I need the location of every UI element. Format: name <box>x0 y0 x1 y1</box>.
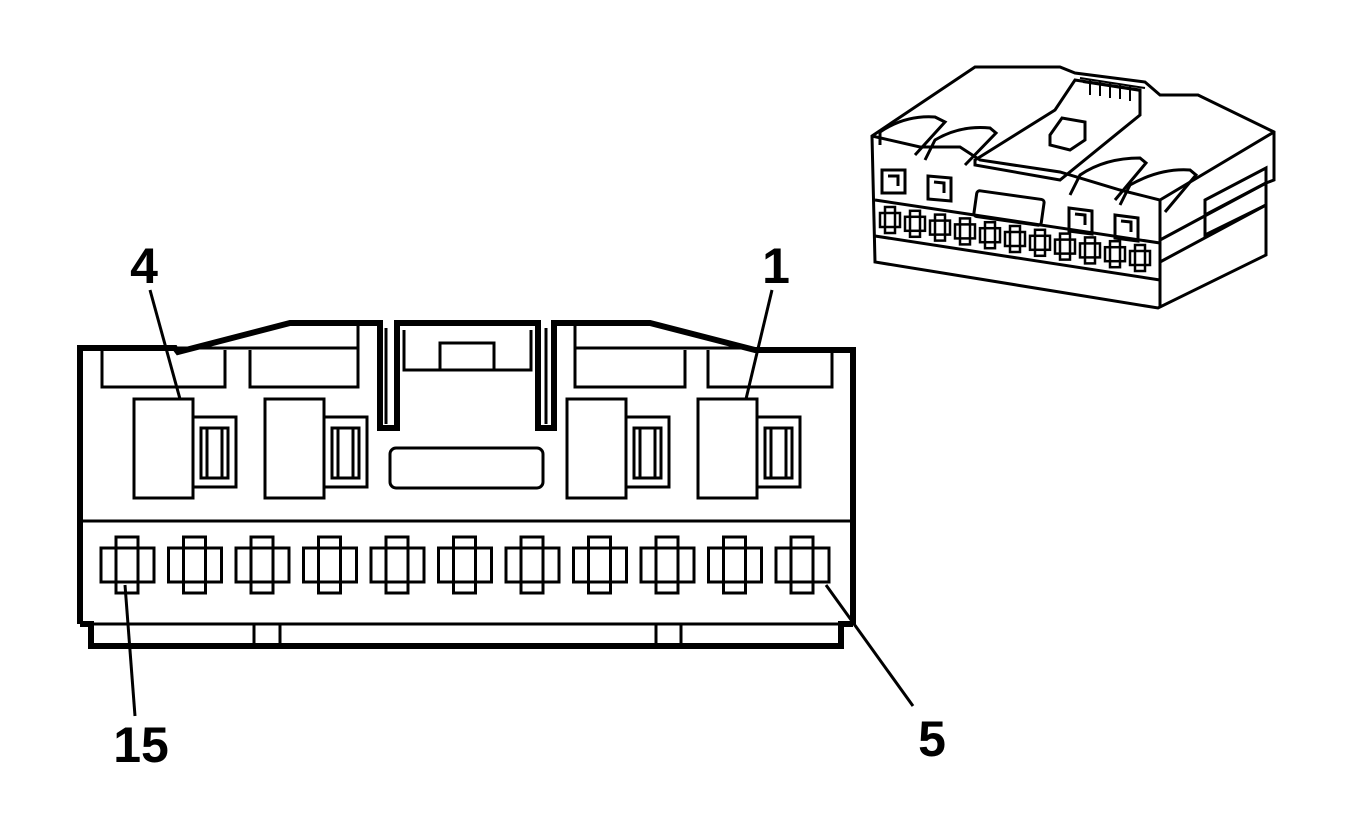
pin-label-15: 15 <box>113 717 169 773</box>
iso-arch-left-1 <box>878 115 948 157</box>
upper-terminal-row <box>132 397 802 500</box>
iso-lower-terminal <box>1128 243 1152 273</box>
pin-label-1: 1 <box>762 238 790 294</box>
iso-latch-ribs <box>1079 77 1146 101</box>
iso-lower-terminals <box>878 205 1152 273</box>
lower-terminal-11 <box>369 535 426 595</box>
iso-front-top-edge <box>871 134 1162 308</box>
center-slot <box>388 446 545 490</box>
iso-arch-right-2 <box>1118 168 1199 213</box>
iso-lower-terminal <box>1028 228 1052 258</box>
pin-label-4: 4 <box>130 238 158 294</box>
top-ledge-right <box>573 326 834 389</box>
iso-lower-terminal <box>1053 232 1077 261</box>
iso-arch-right-1 <box>1068 156 1149 201</box>
upper-terminal-2 <box>565 397 671 500</box>
iso-lower-terminal <box>928 213 952 242</box>
face-outer-body <box>77 320 856 624</box>
leader-line-15 <box>123 584 137 717</box>
iso-lower-terminal <box>1003 224 1027 254</box>
iso-lower-terminal <box>978 220 1002 250</box>
pin-label-5: 5 <box>918 711 946 767</box>
latch-window <box>438 341 496 372</box>
latch-inner-frame <box>402 330 533 372</box>
lower-terminal-7 <box>639 535 696 595</box>
lower-terminal-13 <box>234 535 291 595</box>
lower-terminal-12 <box>302 535 358 595</box>
iso-lower-terminal <box>1078 236 1102 265</box>
lower-terminal-row <box>99 535 831 595</box>
upper-terminal-1 <box>696 397 802 500</box>
iso-lower-terminal <box>878 205 902 235</box>
upper-terminal-3 <box>263 397 369 500</box>
lower-terminal-10 <box>437 535 493 595</box>
leader-line-1 <box>744 289 774 400</box>
lower-terminal-14 <box>167 535 223 595</box>
iso-center-slot <box>972 189 1046 227</box>
lower-terminal-9 <box>504 535 561 595</box>
connector-isometric-view <box>870 65 1276 310</box>
iso-side-slot <box>1203 165 1268 238</box>
iso-arch-left-2 <box>923 126 999 167</box>
lower-terminal-5 <box>774 535 831 595</box>
leader-line-5 <box>824 584 915 707</box>
connector-face-view: 4 1 15 5 <box>77 238 946 773</box>
lower-terminal-6 <box>707 535 763 595</box>
lower-terminal-8 <box>572 535 628 595</box>
iso-lower-terminal <box>1103 239 1127 269</box>
iso-lower-terminal <box>903 209 927 239</box>
lower-terminal-15 <box>99 535 156 595</box>
iso-body-outline <box>870 65 1276 310</box>
top-ledge-left <box>100 326 360 389</box>
iso-upper-terminals <box>880 168 1140 243</box>
rail-divider-left <box>252 624 282 646</box>
upper-terminal-4 <box>132 397 238 500</box>
leader-line-4 <box>148 289 182 400</box>
iso-latch-block <box>1048 116 1087 152</box>
face-bottom-rail <box>80 621 853 649</box>
iso-lower-terminal <box>953 217 977 246</box>
rail-divider-right <box>654 624 683 646</box>
iso-latch <box>973 78 1142 182</box>
